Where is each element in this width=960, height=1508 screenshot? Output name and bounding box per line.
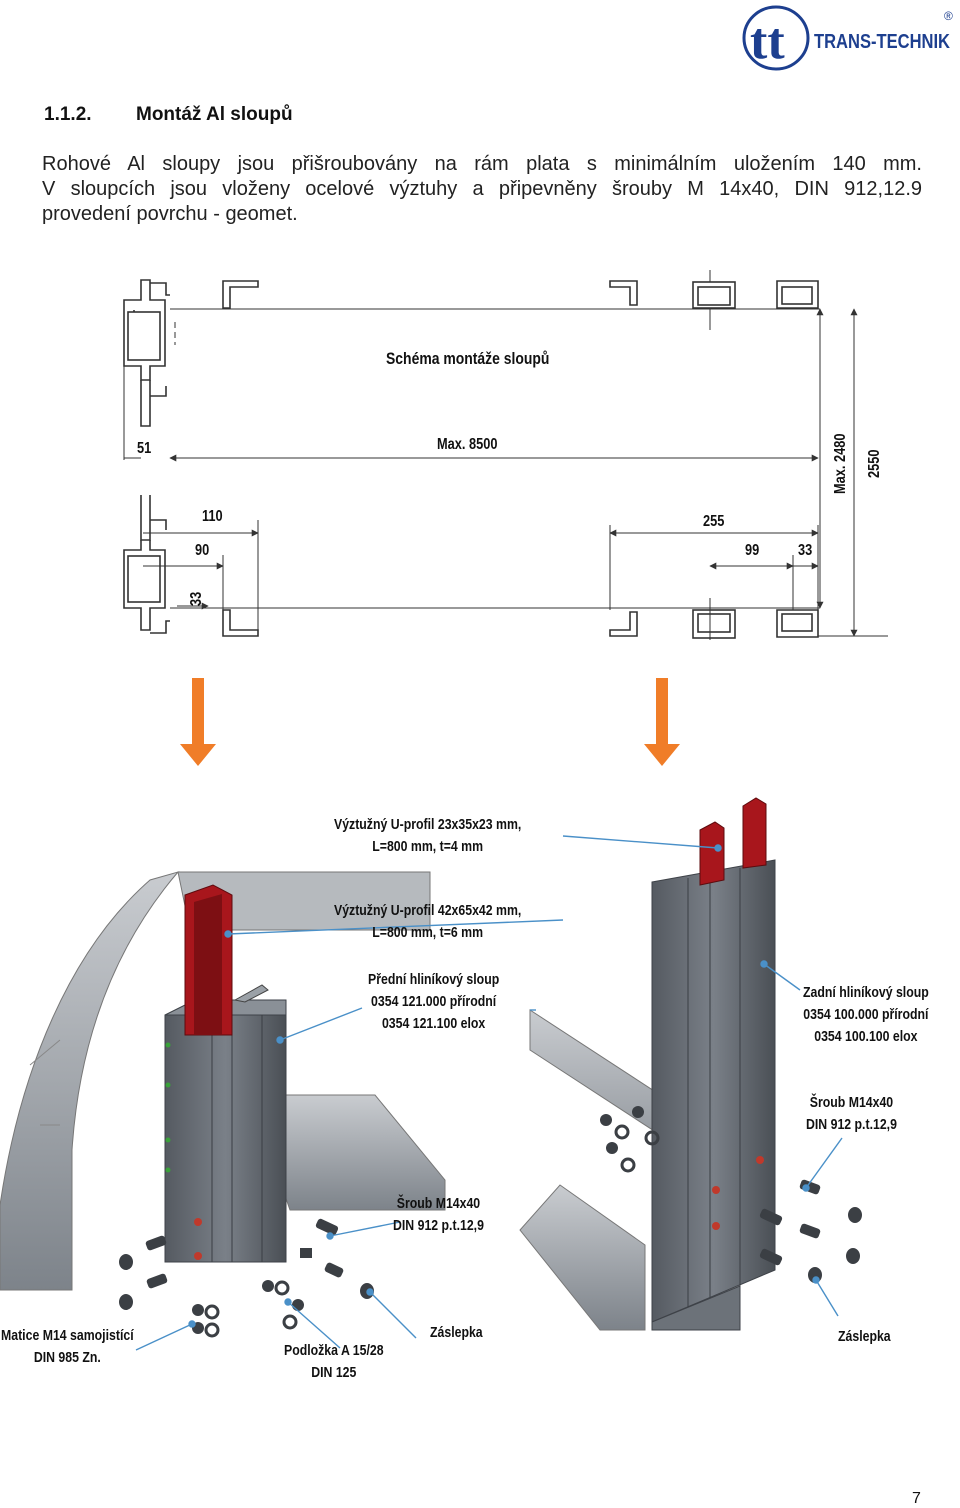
rear-fasteners xyxy=(600,1106,862,1283)
paragraph-line-1: Rohové Al sloupy jsou přišroubovány na r… xyxy=(42,153,922,175)
label-rear-post-line1: Zadní hliníkový sloup xyxy=(803,984,929,1001)
label-rear-post-line2: 0354 100.000 přírodní xyxy=(803,1006,929,1023)
logo-ring xyxy=(742,5,810,71)
page-number: 7 xyxy=(912,1490,921,1507)
label-u-profile-large-line2: L=800 mm, t=6 mm xyxy=(372,924,484,941)
dim-max-8500: Max. 8500 xyxy=(437,436,498,453)
label-bolt-left-line1: Šroub M14x40 xyxy=(396,1195,481,1212)
label-nut: Matice M14 samojistící DIN 985 Zn. xyxy=(1,1325,134,1369)
label-plug-right: Záslepka xyxy=(838,1328,891,1345)
label-front-post-line1: Přední hliníkový sloup xyxy=(368,971,500,988)
front-post-assembly xyxy=(0,871,446,1338)
dim-33-right: 33 xyxy=(798,542,813,559)
dim-51: 51 xyxy=(137,440,152,457)
label-plug-left: Záslepka xyxy=(430,1324,483,1341)
profile-left-top xyxy=(123,279,259,427)
label-u-profile-large: Výztužný U-profil 42x65x42 mm, L=800 mm,… xyxy=(334,900,521,944)
profile-right-top xyxy=(609,270,819,330)
label-u-profile-large-line1: Výztužný U-profil 42x65x42 mm, xyxy=(334,902,522,919)
label-bolt-right: Šroub M14x40 DIN 912 p.t.12,9 xyxy=(806,1092,897,1136)
label-u-profile-small: Výztužný U-profil 23x35x23 mm, L=800 mm,… xyxy=(334,814,521,858)
paragraph-line-2: V sloupcích jsou vloženy ocelové výztuhy… xyxy=(42,178,922,200)
dim-33-left: 33 xyxy=(188,591,205,606)
dim-99: 99 xyxy=(745,542,760,559)
rear-steel-u-profile-small xyxy=(699,821,725,886)
section-title: Montáž Al sloupů xyxy=(136,104,293,125)
label-u-profile-small-line1: Výztužný U-profil 23x35x23 mm, xyxy=(334,816,522,833)
rear-frame-beam-lower xyxy=(519,1184,646,1331)
label-nut-line2: DIN 985 Zn. xyxy=(33,1349,101,1366)
section-number: 1.1.2. xyxy=(44,104,92,125)
label-front-post: Přední hliníkový sloup 0354 121.000 přír… xyxy=(368,969,499,1035)
label-u-profile-small-line2: L=800 mm, t=4 mm xyxy=(372,838,484,855)
label-nut-line1: Matice M14 samojistící xyxy=(1,1327,134,1344)
profile-right-bottom xyxy=(609,598,819,640)
label-rear-post-line3: 0354 100.100 elox xyxy=(814,1028,918,1045)
label-washer-line1: Podložka A 15/28 xyxy=(284,1342,384,1359)
intro-paragraph: Rohové Al sloupy jsou přišroubovány na r… xyxy=(42,152,922,227)
label-rear-post: Zadní hliníkový sloup 0354 100.000 příro… xyxy=(803,982,929,1048)
trans-technik-logo: tt TRANS-TECHNIK ® xyxy=(742,5,953,71)
section-heading: 1.1.2. Montáž Al sloupů xyxy=(44,104,293,126)
schema-title: Schéma montáže sloupů xyxy=(386,349,550,368)
front-fasteners xyxy=(119,1218,374,1334)
logo-monogram: tt xyxy=(750,13,785,70)
paragraph-line-3: provedení povrchu - geomet. xyxy=(42,203,298,225)
dim-90: 90 xyxy=(195,542,210,559)
front-frame-curved xyxy=(0,871,180,1291)
rear-steel-u-profile-large xyxy=(742,797,767,869)
label-front-post-line3: 0354 121.100 elox xyxy=(381,1015,486,1032)
down-arrow-right xyxy=(644,678,680,766)
dim-110: 110 xyxy=(202,508,223,525)
front-aluminium-post xyxy=(164,1014,287,1263)
label-washer-line2: DIN 125 xyxy=(311,1364,357,1381)
logo-brand-text: TRANS-TECHNIK xyxy=(814,31,950,53)
dim-2550: 2550 xyxy=(866,449,883,478)
label-front-post-line2: 0354 121.000 přírodní xyxy=(371,993,497,1010)
rear-post-assembly xyxy=(519,797,862,1331)
rear-aluminium-post xyxy=(651,859,776,1323)
dim-255: 255 xyxy=(703,513,725,530)
dim-max-2480: Max. 2480 xyxy=(832,433,849,494)
schema-drawing xyxy=(123,270,888,640)
leader-lines xyxy=(135,835,843,1351)
down-arrows xyxy=(180,678,680,766)
label-bolt-left-line2: DIN 912 p.t.12,9 xyxy=(393,1217,484,1234)
down-arrow-left xyxy=(180,678,216,766)
label-bolt-right-line2: DIN 912 p.t.12,9 xyxy=(806,1116,897,1133)
label-bolt-right-line1: Šroub M14x40 xyxy=(809,1094,894,1111)
label-washer: Podložka A 15/28 DIN 125 xyxy=(284,1340,384,1384)
label-bolt-left: Šroub M14x40 DIN 912 p.t.12,9 xyxy=(393,1193,484,1237)
logo-registered-mark: ® xyxy=(944,9,953,23)
